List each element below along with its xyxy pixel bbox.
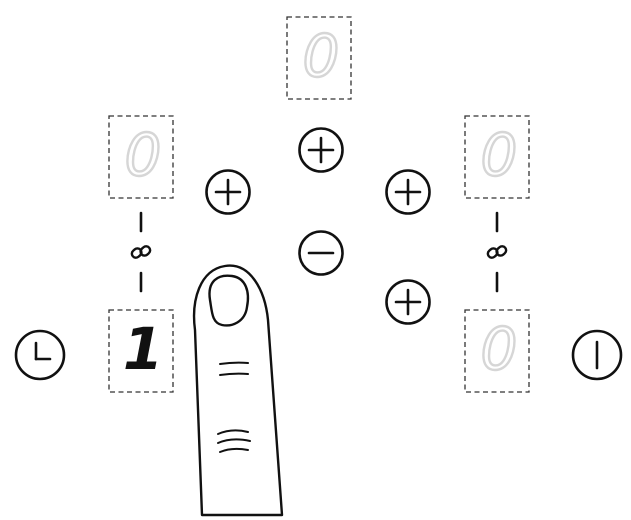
- display-rear-right-digit: 0: [481, 121, 518, 189]
- plus-icon: [394, 178, 422, 206]
- plus-button-rear-center[interactable]: [298, 127, 344, 173]
- plus-button-rear-left[interactable]: [205, 169, 251, 215]
- plus-button-rear-right[interactable]: [385, 169, 431, 215]
- chain-link-icon: [130, 245, 152, 259]
- display-rear-right: 0: [464, 115, 530, 199]
- display-front-left-digit: 1: [123, 315, 163, 383]
- display-front-left: 1: [108, 309, 174, 393]
- timer-button[interactable]: [14, 329, 66, 381]
- display-rear-left-digit: 0: [125, 121, 162, 189]
- display-rear-center-digit: 0: [303, 22, 340, 90]
- plus-icon: [214, 178, 242, 206]
- bridge-link-right[interactable]: [486, 211, 508, 293]
- plus-icon: [307, 136, 335, 164]
- timer-icon: [34, 341, 52, 361]
- bridge-link-left[interactable]: [130, 211, 152, 293]
- minus-button-center[interactable]: [298, 230, 344, 276]
- display-front-right-digit: 0: [481, 315, 518, 383]
- display-rear-center: 0: [286, 16, 352, 100]
- display-front-right: 0: [464, 309, 530, 393]
- power-button[interactable]: [571, 329, 623, 381]
- chain-link-icon: [486, 245, 508, 259]
- plus-icon: [394, 288, 422, 316]
- finger-pointer-illustration: [192, 264, 284, 517]
- plus-button-front-right[interactable]: [385, 279, 431, 325]
- display-rear-left: 0: [108, 115, 174, 199]
